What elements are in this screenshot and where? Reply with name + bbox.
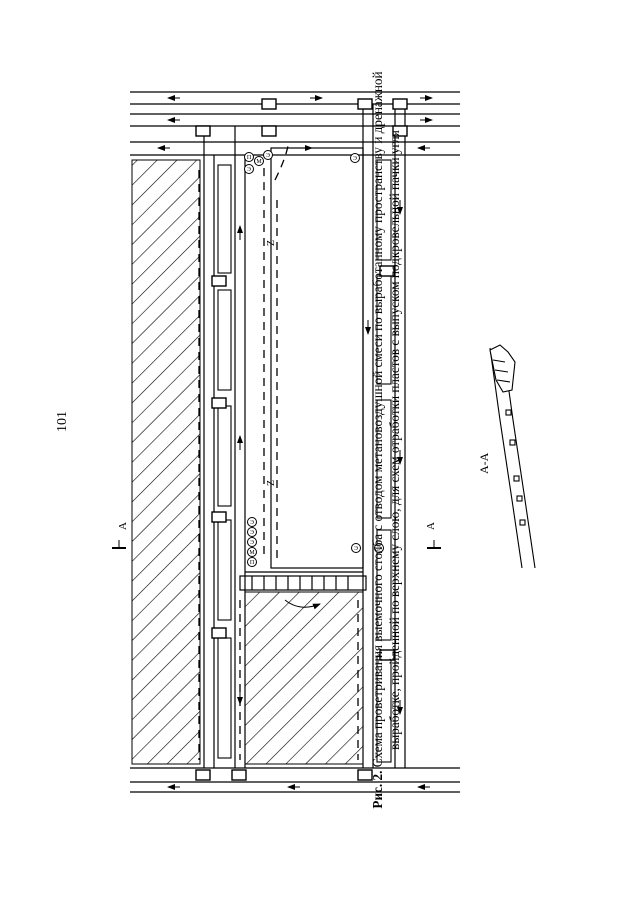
ventilation-doors [195, 98, 408, 781]
pillars-right [376, 159, 392, 763]
face-supports [239, 575, 367, 591]
goaf-mined-area [244, 591, 364, 765]
station-e-top2: Э [244, 164, 254, 174]
svg-text:Э: Э [353, 156, 357, 162]
svg-text:М: М [256, 159, 262, 165]
longwall-panel [270, 147, 364, 569]
station-p-bot: П [247, 557, 257, 567]
svg-text:П: П [247, 155, 252, 161]
station-m-bot: М [247, 547, 257, 557]
svg-text:М: М [249, 550, 255, 556]
station-p-top: П [244, 152, 254, 162]
airflow-arrows [157, 95, 433, 790]
station-e-bot5: Э [374, 543, 384, 553]
svg-text:Э: Э [266, 153, 270, 159]
station-e-bot4: Э [351, 543, 361, 553]
section-mark-right: А [425, 522, 441, 549]
station-e-bot2: Э [247, 527, 257, 537]
station-e-bot3: Э [247, 537, 257, 547]
station-e-top1: Э [263, 150, 273, 160]
stations: П М Э Э Э Э Э Э М П Э Э [244, 150, 384, 567]
svg-text:Э: Э [250, 540, 254, 546]
station-m-top: М [254, 156, 264, 166]
station-e-top3: Э [350, 153, 360, 163]
station-e-bot1: Э [247, 517, 257, 527]
pillars-left [217, 164, 232, 759]
svg-text:А: А [425, 522, 437, 530]
top-drifts [130, 91, 460, 156]
svg-text:А: А [117, 522, 129, 530]
section-a-a-title: А-А [477, 452, 491, 474]
flow-mark-top: Z [266, 240, 277, 246]
page-number: 101 [55, 411, 70, 432]
svg-text:Э: Э [250, 530, 254, 536]
caption-text: Схема проветривания выемочного столба с … [370, 71, 402, 768]
section-a-a-inset [489, 344, 536, 569]
svg-text:Э: Э [354, 546, 358, 552]
section-mark-left: А [112, 522, 129, 549]
caption-label: Рис. 2. [370, 770, 385, 809]
svg-text:Э: Э [250, 520, 254, 526]
drainage-lines [198, 145, 359, 760]
flow-mark-bottom: Z [266, 480, 277, 486]
goaf-left-area [131, 159, 201, 765]
svg-text:Э: Э [377, 546, 381, 552]
figure-caption: Рис. 2. Схема проветривания выемочного с… [370, 60, 490, 820]
svg-text:П: П [250, 560, 255, 566]
svg-text:Э: Э [247, 167, 251, 173]
